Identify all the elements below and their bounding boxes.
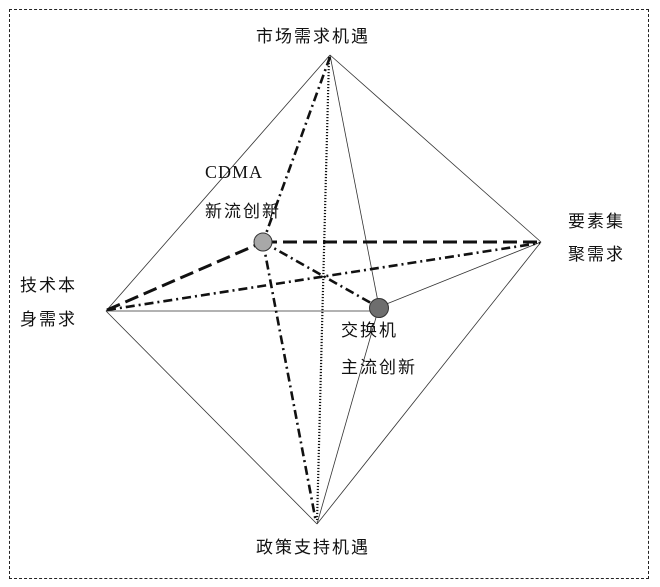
- label-factor-demand-2: 聚需求: [568, 245, 625, 265]
- dotted-top-bottom: [315, 56, 331, 523]
- label-cdma: CDMA: [205, 162, 264, 182]
- label-tech-demand-2: 身需求: [20, 310, 77, 330]
- edge-left-bottom: [105, 310, 318, 525]
- dashdot-cdma-switch: [262, 240, 379, 309]
- label-mainstream-innovation: 主流创新: [341, 358, 417, 378]
- label-policy-support: 政策支持机遇: [256, 538, 370, 558]
- dashed-left-cdma: [106, 240, 264, 312]
- dashdot-top-cdma: [261, 56, 332, 243]
- edge-switch-bottom: [316, 306, 380, 525]
- label-market-demand: 市场需求机遇: [256, 27, 370, 47]
- edge-top-left: [105, 54, 331, 312]
- node-cdma: [253, 232, 273, 252]
- label-switch: 交换机: [341, 321, 398, 341]
- edge-top-right: [329, 54, 542, 243]
- edge-top-switch: [329, 54, 380, 308]
- node-switch: [369, 298, 389, 318]
- label-new-innovation: 新流创新: [205, 202, 281, 222]
- edge-switch-right: [378, 241, 542, 308]
- diagram-border: [9, 9, 649, 579]
- label-factor-demand-1: 要素集: [568, 212, 625, 232]
- dashdot-left-right: [106, 241, 541, 312]
- edge-right-bottom: [316, 241, 542, 525]
- label-tech-demand-1: 技术本: [20, 276, 77, 296]
